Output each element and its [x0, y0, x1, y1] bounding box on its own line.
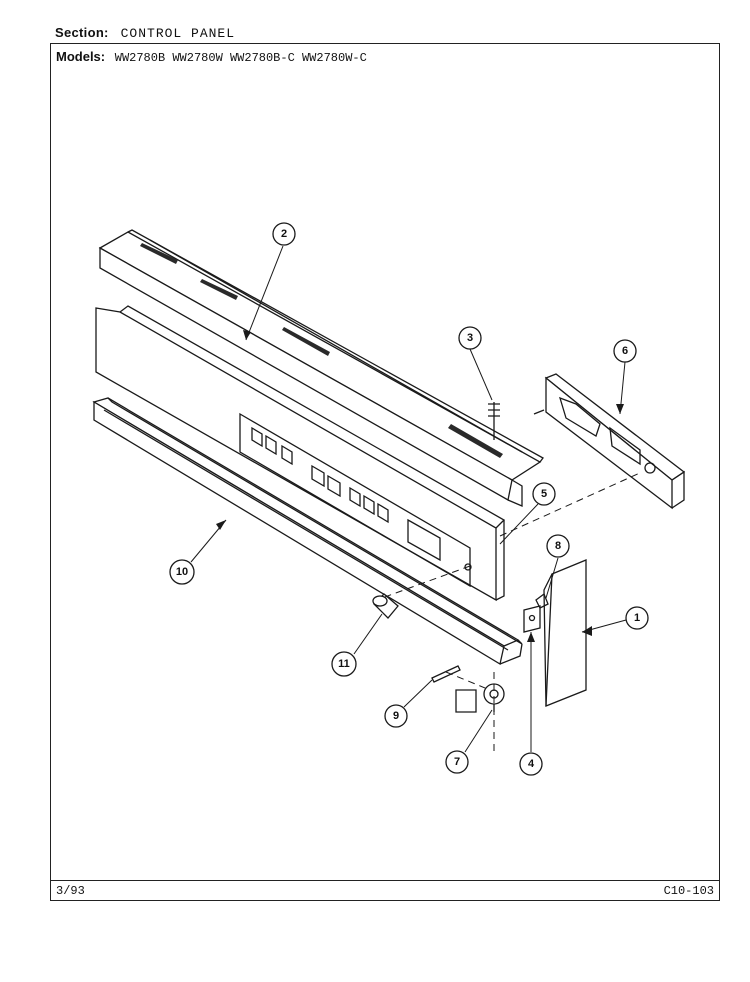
leader-9: [403, 679, 433, 708]
part-top-trim: [98, 229, 544, 507]
callout-10: 10: [169, 559, 195, 585]
arrowhead-2: [243, 330, 251, 340]
callout-3-label: 3: [467, 332, 473, 344]
section-value: CONTROL PANEL: [120, 26, 236, 41]
part-switch: [455, 683, 505, 713]
leader-3: [469, 348, 493, 401]
callout-8: 8: [546, 534, 570, 558]
part-bottom-channel: [92, 397, 523, 666]
part-control-board: [533, 373, 686, 510]
callout-5: 5: [532, 482, 556, 506]
callout-11-label: 11: [338, 658, 350, 670]
callout-5-label: 5: [541, 488, 547, 500]
leader-11: [353, 613, 383, 655]
leader-7: [464, 709, 493, 753]
callout-11: 11: [331, 651, 357, 677]
callout-2: 2: [272, 222, 296, 246]
part-end-cap: [543, 559, 587, 707]
arrowhead-4: [527, 632, 535, 642]
assembly-line-board: [499, 471, 643, 537]
diagram-frame: [50, 43, 720, 901]
callout-4-label: 4: [528, 758, 535, 770]
assembly-line-knob: [381, 565, 471, 599]
leader-5: [499, 503, 539, 545]
footer-divider: [50, 880, 720, 881]
leader-2: [245, 245, 284, 341]
callout-7: 7: [445, 750, 469, 774]
arrowhead-10: [216, 520, 226, 530]
arrowhead-1: [582, 626, 592, 636]
models-line: Models: WW2780B WW2780W WW2780B-C WW2780…: [56, 49, 367, 65]
part-screw: [488, 402, 500, 440]
callout-7-label: 7: [454, 756, 460, 768]
callout-4: 4: [519, 752, 543, 776]
section-line: Section: CONTROL PANEL: [55, 25, 235, 41]
callout-1: 1: [625, 606, 649, 630]
assembly-line-pin: [445, 671, 491, 691]
callout-9-label: 9: [393, 710, 399, 722]
models-value: WW2780B WW2780W WW2780B-C WW2780W-C: [114, 51, 367, 65]
callout-6: 6: [613, 339, 637, 363]
callout-9: 9: [384, 704, 408, 728]
footer-page-code: C10-103: [663, 884, 714, 898]
callout-2-label: 2: [281, 228, 287, 240]
leader-8: [545, 557, 559, 599]
part-main-panel: [95, 305, 506, 602]
arrowhead-6: [616, 404, 624, 414]
callout-10-label: 10: [176, 566, 188, 578]
part-clip: [523, 592, 549, 633]
part-shaft-pin: [431, 665, 461, 683]
callout-3: 3: [458, 326, 482, 350]
part-knob: [372, 593, 399, 619]
callout-8-label: 8: [555, 540, 561, 552]
models-label: Models:: [56, 49, 106, 64]
callout-6-label: 6: [622, 345, 628, 357]
footer-date: 3/93: [56, 884, 85, 898]
callout-1-label: 1: [634, 612, 640, 624]
section-label: Section:: [55, 25, 109, 40]
